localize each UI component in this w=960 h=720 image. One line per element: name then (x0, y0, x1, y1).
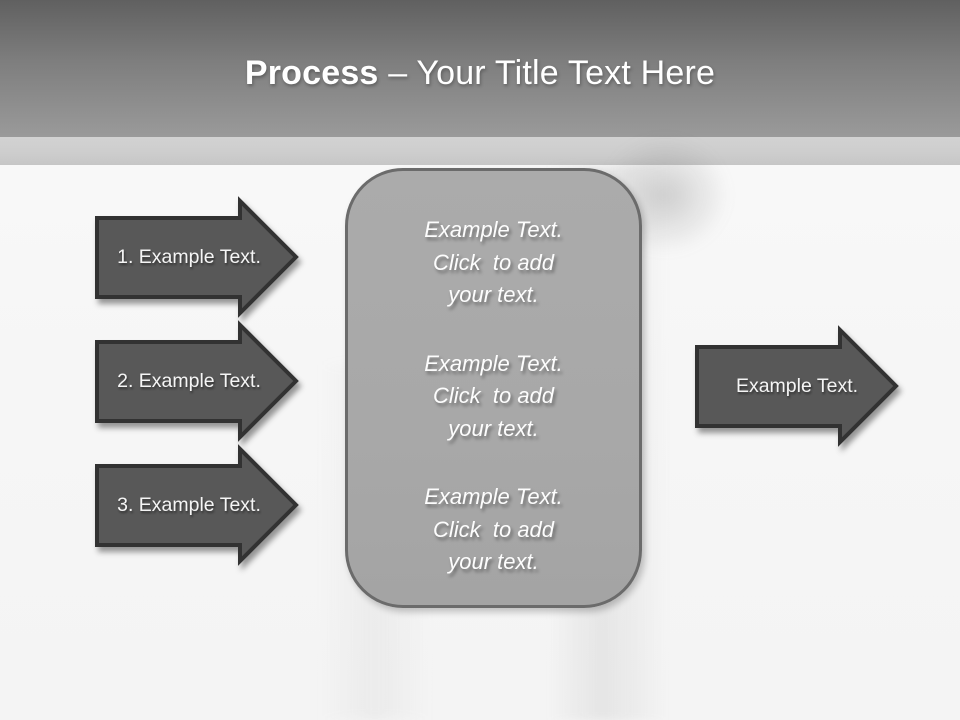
placeholder-line: your text. (448, 415, 539, 441)
placeholder-line: Example Text. (424, 217, 563, 242)
placeholder-paragraph: Example Text. Click to add your text. (348, 481, 639, 579)
placeholder-line: Example Text. (424, 350, 563, 376)
header-accent-strip (0, 137, 960, 165)
slide-title: Process – Your Title Text Here (0, 54, 960, 93)
right-arrow-shape-icon (695, 325, 899, 447)
placeholder-line: Click to add (432, 249, 555, 275)
process-step-3-arrow: 3. Example Text. (95, 444, 299, 566)
placeholder-line: your text. (448, 549, 539, 574)
right-arrow-shape-icon (95, 320, 299, 442)
placeholder-line: Example Text. (424, 484, 563, 509)
placeholder-line: Click to add (432, 383, 555, 408)
slide-title-emphasis: Process (244, 54, 379, 92)
process-output-arrow: Example Text. (695, 325, 899, 447)
placeholder-paragraph: Example Text. Click to add your text. (348, 348, 639, 446)
title-bar: Process – Your Title Text Here (0, 0, 960, 137)
placeholder-line: your text. (448, 282, 539, 307)
placeholder-paragraph: Example Text. Click to add your text. (348, 214, 639, 312)
process-step-2-arrow: 2. Example Text. (95, 320, 299, 442)
process-step-1-arrow: 1. Example Text. (95, 196, 299, 318)
right-arrow-shape-icon (95, 444, 299, 566)
placeholder-line: Click to add (432, 516, 555, 542)
center-text-box: Example Text. Click to add your text. Ex… (345, 168, 642, 608)
slide-title-rest: – Your Title Text Here (378, 54, 716, 92)
right-arrow-shape-icon (95, 196, 299, 318)
